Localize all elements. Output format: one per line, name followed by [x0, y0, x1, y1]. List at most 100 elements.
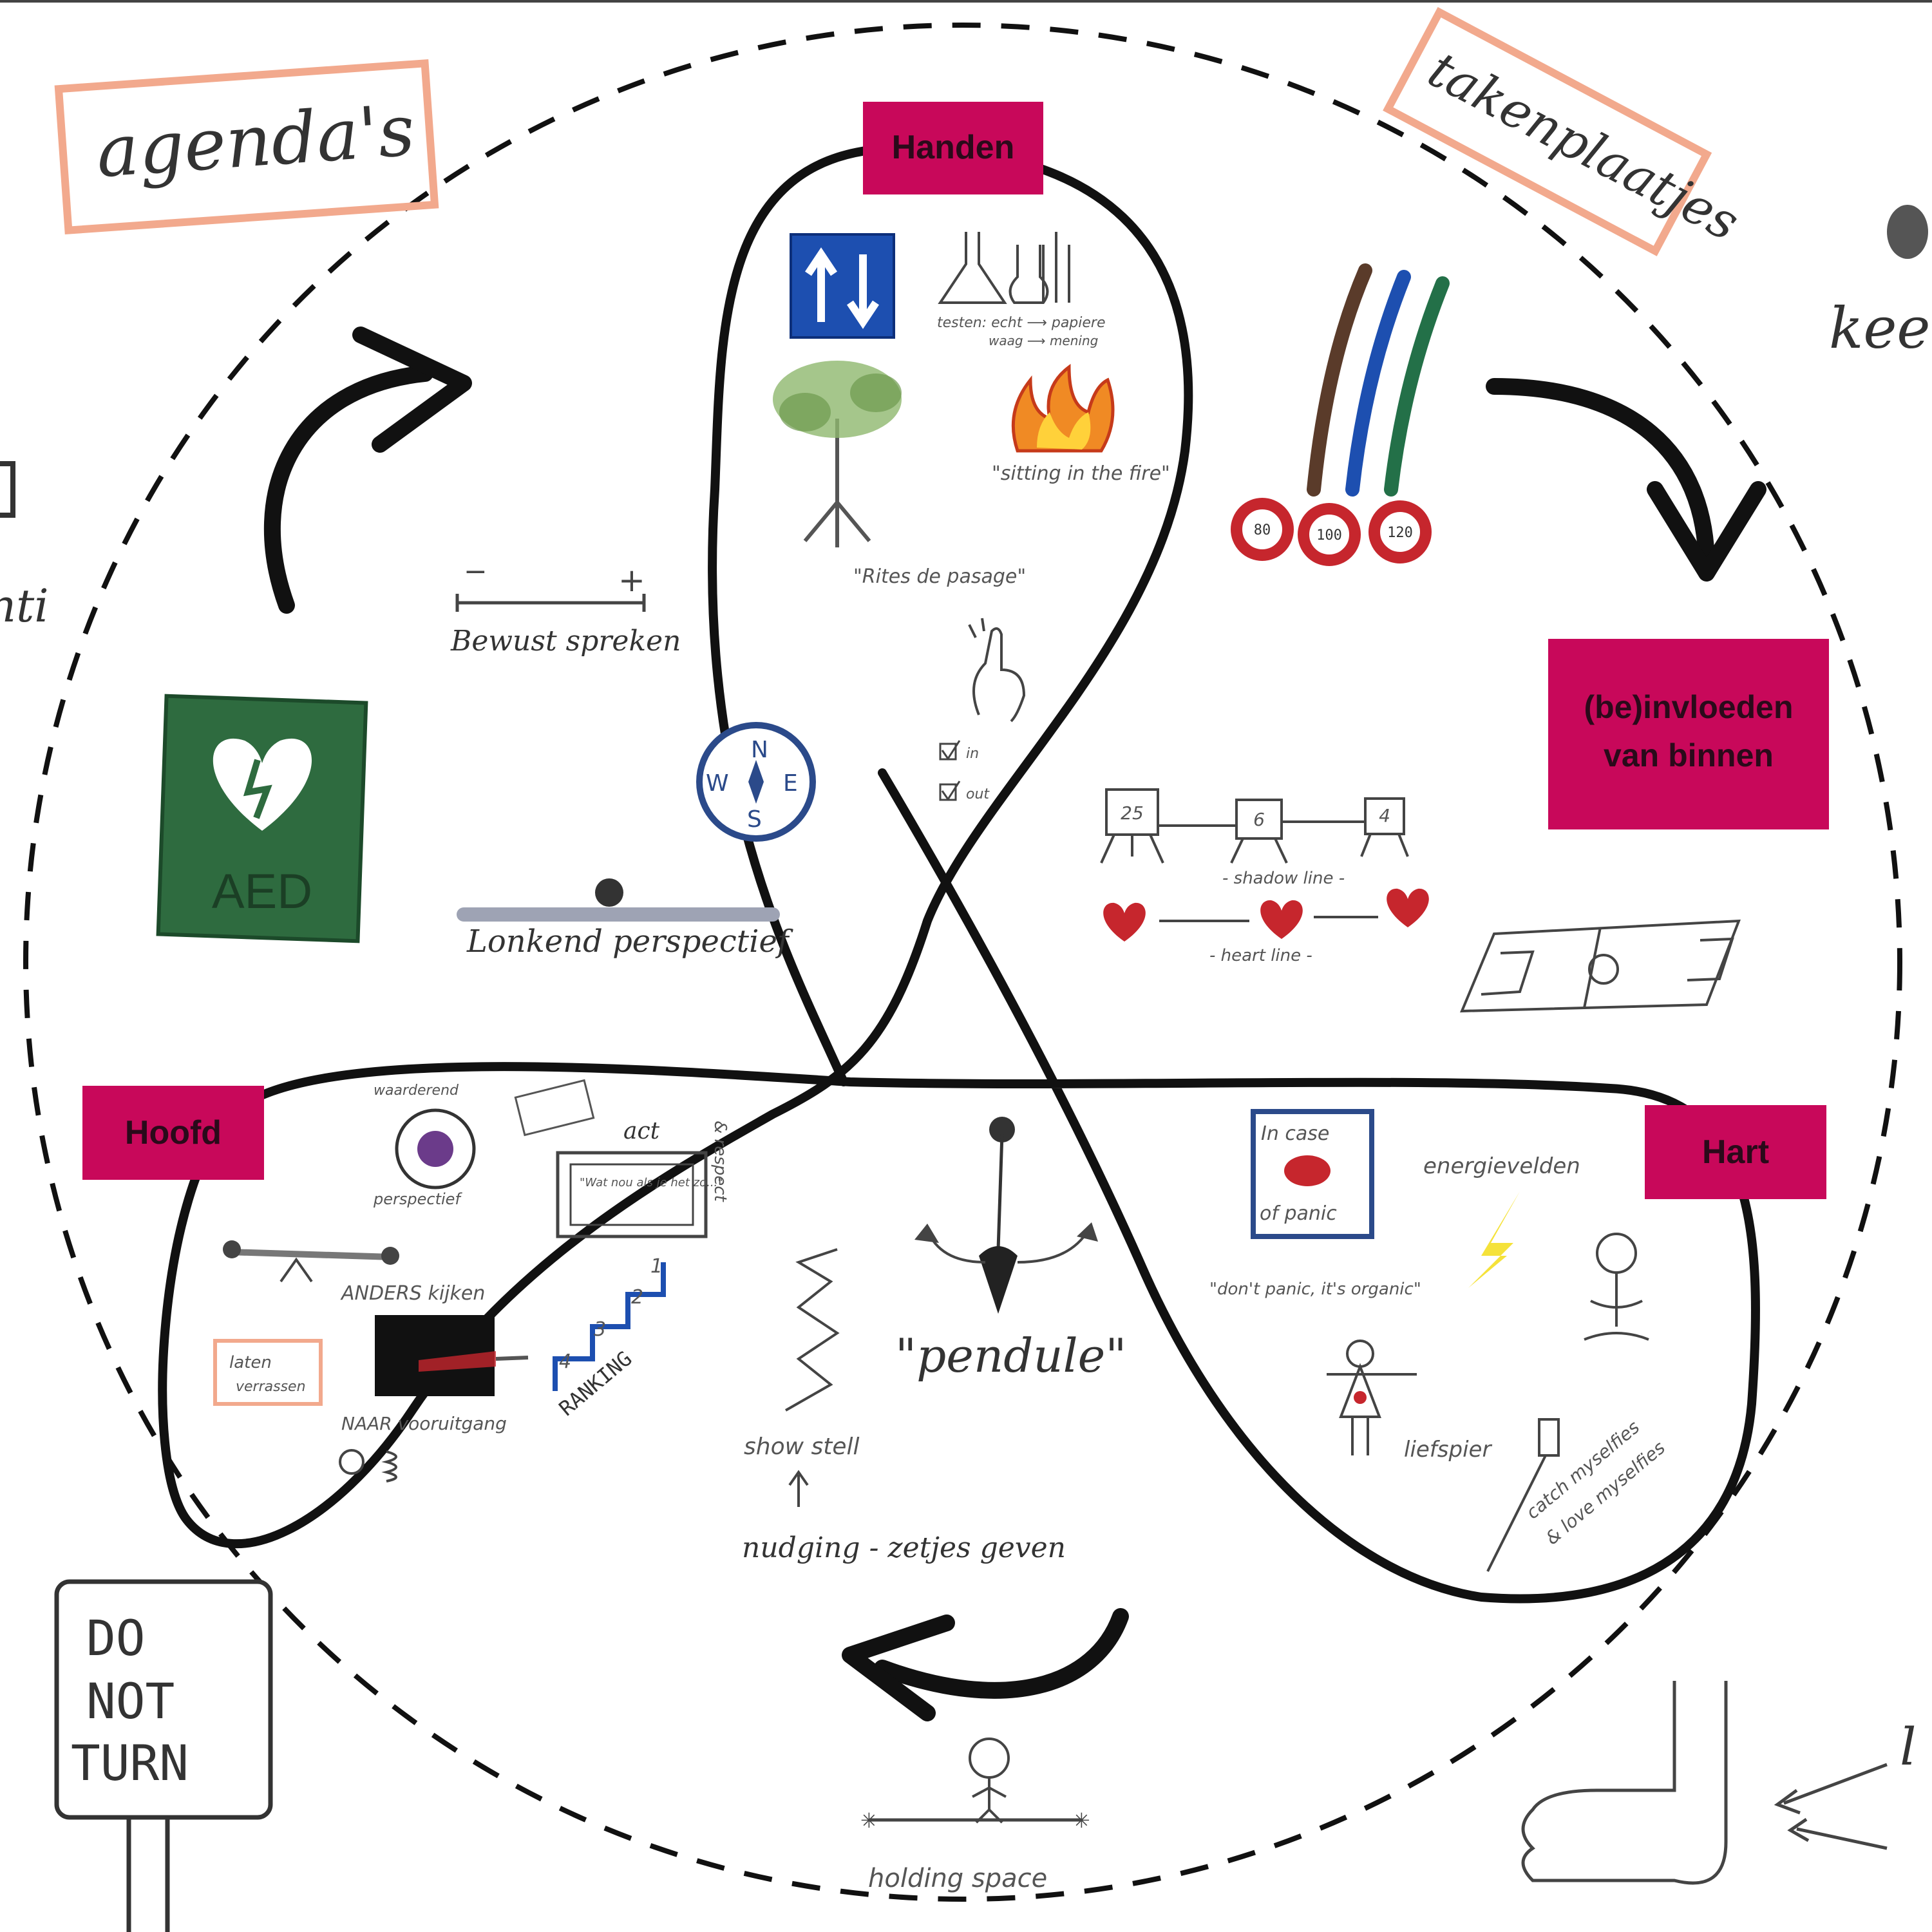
- hearts: [1103, 888, 1429, 942]
- rank-step-2: 2: [631, 1286, 643, 1309]
- of-panic-label: of panic: [1260, 1202, 1337, 1225]
- easel-2-num: 6: [1253, 809, 1265, 830]
- in-case-of-panic-sign: [1251, 1109, 1374, 1239]
- svg-text:E: E: [783, 770, 798, 797]
- lightning-icon: [1468, 1191, 1520, 1288]
- svg-text:S: S: [747, 806, 762, 833]
- foot-note-1: l: [1900, 1717, 1917, 1777]
- picture-frame-icon: [514, 1079, 708, 1238]
- checkbox-out: out: [939, 781, 990, 802]
- laten-verrassen-note: laten verrassen: [213, 1339, 323, 1406]
- dynamite-icon: [375, 1315, 529, 1396]
- foot-icon: [1521, 1681, 1888, 1885]
- laten-label: laten: [229, 1353, 272, 1372]
- fire-icon: [1011, 363, 1115, 453]
- speed-sign-2: 100: [1316, 527, 1342, 544]
- in-case-label: In case: [1261, 1122, 1329, 1145]
- holding-space-icon: ✳ ✳: [860, 1738, 1090, 1833]
- stick-figure-icon: [1327, 1340, 1417, 1455]
- energievelden-label: energievelden: [1423, 1153, 1580, 1179]
- tag-hoofd-label: Hoofd: [125, 1114, 222, 1151]
- bewust-scale: − +: [455, 555, 646, 612]
- sign-turn: TURN: [71, 1734, 189, 1792]
- rank-step-3: 3: [594, 1318, 606, 1341]
- anders-label: ANDERS kijken: [340, 1282, 485, 1305]
- pendulum-icon: [914, 1117, 1098, 1314]
- rank-step-4: 4: [559, 1350, 571, 1373]
- tag-beinvloeden-line1: (be)invloeden: [1584, 689, 1793, 725]
- tag-beinvloeden-line2: van binnen: [1604, 737, 1774, 773]
- road-sign-icon: [790, 233, 895, 339]
- dont-panic-label: "don't panic, it's organic": [1209, 1280, 1421, 1299]
- spring-icon: [381, 1450, 397, 1482]
- pendule-label: "pendule": [895, 1329, 1126, 1383]
- naar-label: NAAR vooruitgang: [341, 1413, 507, 1434]
- tag-beinvloeden: (be)invloeden van binnen: [1548, 639, 1829, 829]
- svg-text:✳: ✳: [860, 1808, 878, 1833]
- fire-label: "sitting in the fire": [992, 462, 1170, 485]
- box-fragment-icon: [0, 461, 15, 518]
- easel-3-num: 4: [1379, 805, 1390, 826]
- circle-icon: [339, 1449, 365, 1475]
- sign-not: NOT: [86, 1672, 175, 1730]
- selfie-stick-icon: [1486, 1418, 1560, 1572]
- ranking-stairs-icon: [553, 1262, 666, 1391]
- flasks-icon: [938, 232, 1070, 304]
- note-right-edge: keen: [1829, 295, 1932, 361]
- shadow-line-label: - shadow line -: [1222, 869, 1345, 888]
- minus-icon: −: [464, 555, 488, 588]
- perspectief-label: perspectief: [373, 1190, 462, 1208]
- act-label: act: [623, 1118, 660, 1144]
- testen-label: testen: echt ⟶ papiere: [937, 315, 1106, 331]
- checkbox-out-label: out: [966, 786, 990, 802]
- lonkend-bar: [457, 878, 780, 922]
- pointing-hand-icon: [968, 618, 1026, 723]
- note-agendas: agenda's: [54, 59, 439, 235]
- tree-icon: [773, 361, 902, 547]
- checkbox-in: in: [939, 740, 979, 762]
- plus-icon: +: [618, 562, 645, 599]
- svg-text:✳: ✳: [1073, 1808, 1090, 1833]
- seesaw-icon: [223, 1240, 399, 1283]
- frame-quote: "Wat nou als je het zo...": [580, 1176, 723, 1189]
- rites-label: "Rites de pasage": [853, 565, 1026, 588]
- meditating-figure-icon: [1584, 1233, 1649, 1341]
- speed-signs: 80 100 120: [1231, 498, 1432, 566]
- dot-icon: [1887, 205, 1928, 259]
- svg-text:N: N: [751, 737, 768, 763]
- tag-hoofd: Hoofd: [82, 1086, 264, 1180]
- easels: [1100, 788, 1409, 864]
- checkbox-in-label: in: [966, 746, 979, 762]
- note-left-edge: nti: [0, 580, 49, 632]
- testen-sub-label: waag ⟶ mening: [989, 333, 1098, 348]
- nudging-label: nudging - zetjes geven: [742, 1531, 1066, 1564]
- aed-label: AED: [212, 864, 312, 919]
- arrow-bottom-icon: [842, 1608, 1129, 1721]
- arrow-top-left-icon: [264, 327, 472, 614]
- easel-1-num: 25: [1121, 802, 1144, 824]
- waarderend-label: waarderend: [374, 1083, 459, 1099]
- lonkend-label: Lonkend perspectief: [466, 923, 793, 960]
- show-stell-label: show stell: [744, 1434, 860, 1460]
- note-takenplaatjes: takenplaatjes: [1383, 6, 1748, 256]
- liefspier-label: liefspier: [1404, 1437, 1492, 1463]
- rank-step-1: 1: [650, 1255, 663, 1278]
- speed-sign-1: 80: [1254, 522, 1271, 538]
- tag-hart-label: Hart: [1702, 1133, 1769, 1171]
- sign-do: DO: [86, 1609, 146, 1667]
- respect-label: & respect: [710, 1121, 730, 1202]
- tag-handen-label: Handen: [892, 129, 1015, 166]
- bewust-label: Bewust spreken: [450, 625, 681, 658]
- zigzag-arrows-icon: [785, 1248, 840, 1412]
- colored-lines-icon: [1307, 263, 1450, 497]
- soccer-field-icon: [1459, 919, 1741, 1013]
- note-agendas-text: agenda's: [94, 89, 417, 193]
- holding-space-label: holding space: [868, 1864, 1047, 1893]
- heart-line-label: - heart line -: [1209, 946, 1312, 965]
- speed-sign-3: 120: [1387, 525, 1413, 541]
- waarderend-perspectief-icon: [395, 1108, 476, 1189]
- aed-sign: AED: [156, 694, 368, 943]
- do-not-turn-sign: DO NOT TURN: [54, 1579, 273, 1932]
- up-arrow-icon: [788, 1470, 809, 1507]
